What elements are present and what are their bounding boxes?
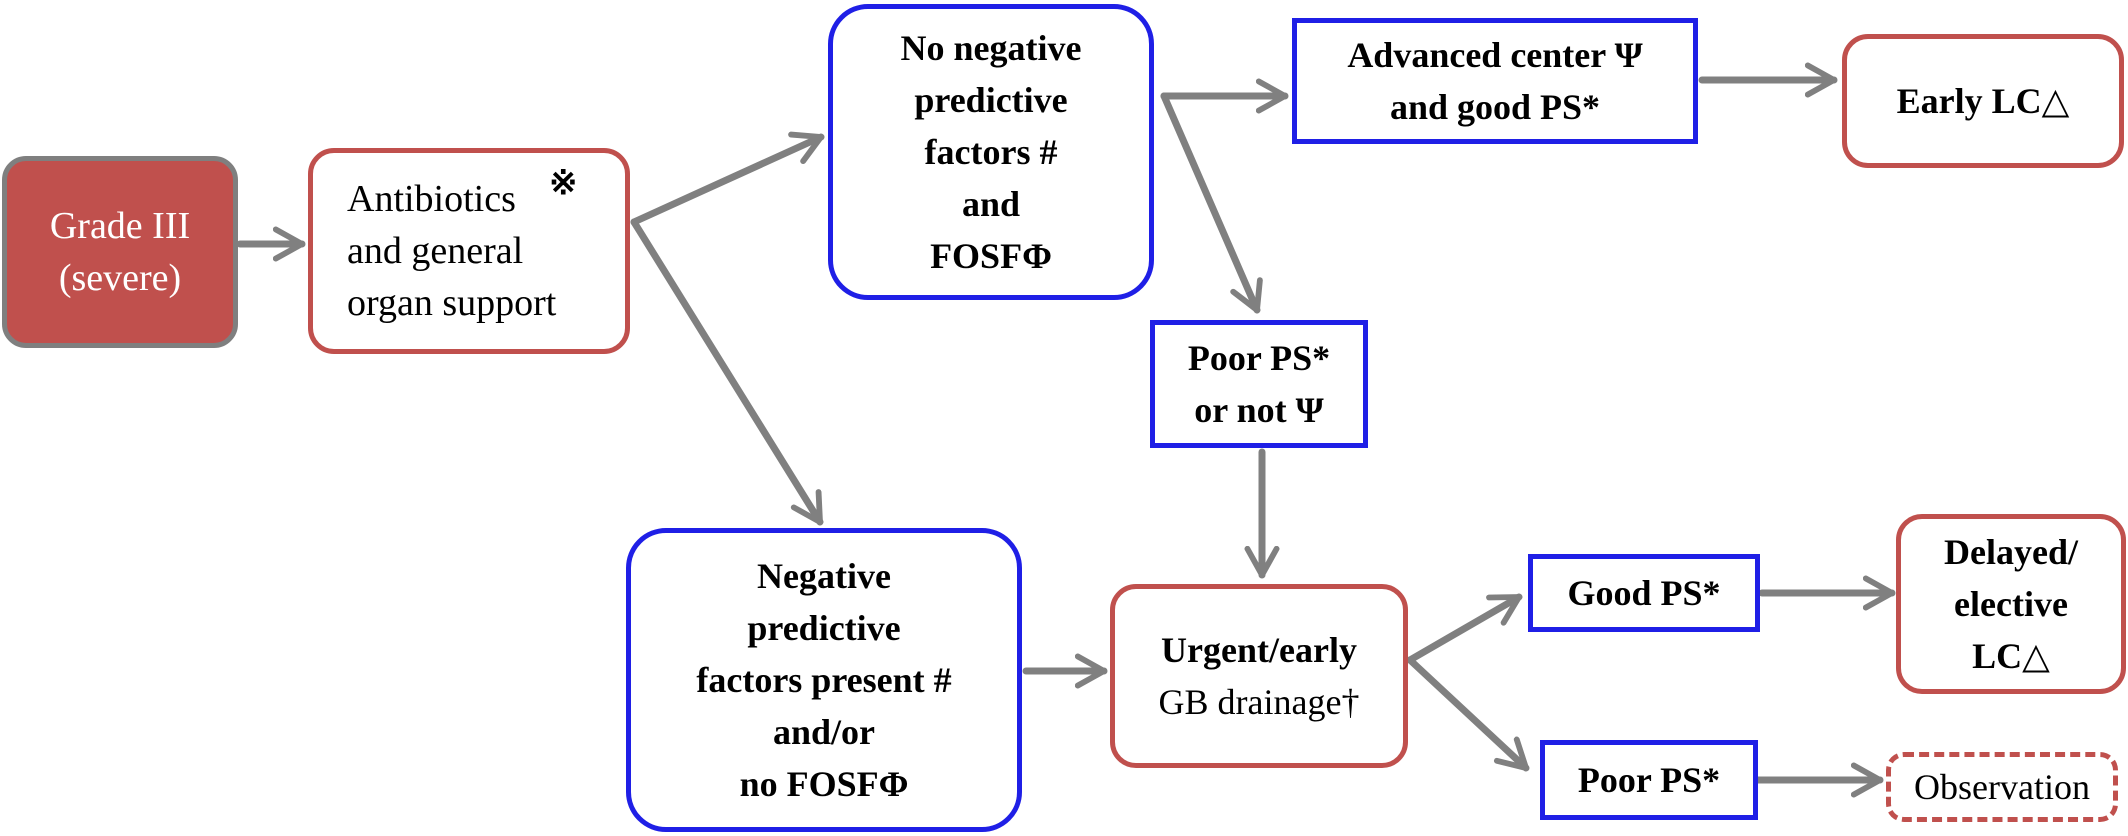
no-negative-line-2: predictive	[914, 80, 1068, 120]
no-negative-line-1: No negative	[900, 28, 1082, 68]
poor-ps-or-not-box: Poor PS* or not Ψ	[1150, 320, 1368, 448]
delayed-line-2: elective	[1954, 584, 2068, 624]
delayed-line-1: Delayed/	[1944, 532, 2078, 572]
negative-factors-box: Negative predictive factors present # an…	[626, 528, 1022, 832]
poor-ps-not-line-1: Poor PS*	[1187, 338, 1331, 378]
negative-line-5: no FOSFΦ	[739, 764, 909, 804]
grade-line-2: (severe)	[58, 257, 182, 299]
urgent-drainage-box: Urgent/early GB drainage†	[1110, 584, 1408, 768]
early-lc-label: Early LC△	[1896, 81, 2070, 121]
grade-iii-box: Grade III (severe)	[2, 156, 238, 348]
arrow-antibiotics-to-negative	[630, 218, 824, 526]
no-negative-factors-box: No negative predictive factors # and FOS…	[828, 4, 1154, 300]
arrow-urgent-to-good-ps	[1406, 593, 1523, 664]
no-negative-line-3: factors #	[924, 132, 1058, 172]
advanced-line-1: Advanced center Ψ	[1347, 35, 1643, 75]
antibiotics-line-2: and general	[347, 230, 524, 272]
observation-label: Observation	[1914, 767, 2090, 807]
arrow-urgent-to-poor-ps	[1406, 656, 1530, 772]
arrow-no-negative-to-poor-ps-not	[1160, 92, 1263, 314]
advanced-center-box: Advanced center Ψ and good PS*	[1292, 18, 1698, 144]
delayed-line-3: LC△	[1972, 636, 2050, 676]
negative-line-3: factors present #	[696, 660, 952, 700]
no-negative-line-5: FOSFΦ	[930, 236, 1052, 276]
arrow-antibiotics-to-no-negative	[630, 131, 825, 226]
no-negative-line-4: and	[961, 184, 1021, 224]
negative-line-1: Negative	[757, 556, 891, 596]
observation-box: Observation	[1886, 752, 2118, 822]
negative-line-4: and/or	[772, 712, 876, 752]
poor-ps-box: Poor PS*	[1540, 740, 1758, 820]
poor-ps-not-line-2: or not Ψ	[1194, 390, 1324, 430]
poor-ps-label: Poor PS*	[1577, 760, 1721, 800]
negative-line-2: predictive	[747, 608, 901, 648]
urgent-line-1: Urgent/early	[1161, 630, 1357, 670]
urgent-line-2: GB drainage†	[1158, 682, 1360, 722]
good-ps-box: Good PS*	[1528, 554, 1760, 632]
advanced-line-2: and good PS*	[1389, 87, 1601, 127]
antibiotics-line-1: Antibiotics	[347, 178, 516, 220]
reference-mark-icon: ※	[549, 165, 578, 202]
antibiotics-line-3: organ support	[347, 282, 557, 324]
good-ps-label: Good PS*	[1567, 573, 1721, 613]
antibiotics-box: Antibiotics and general organ support ※	[308, 148, 630, 354]
delayed-lc-box: Delayed/ elective LC△	[1896, 514, 2126, 694]
early-lc-box: Early LC△	[1842, 34, 2124, 168]
grade-line-1: Grade III	[49, 205, 191, 247]
